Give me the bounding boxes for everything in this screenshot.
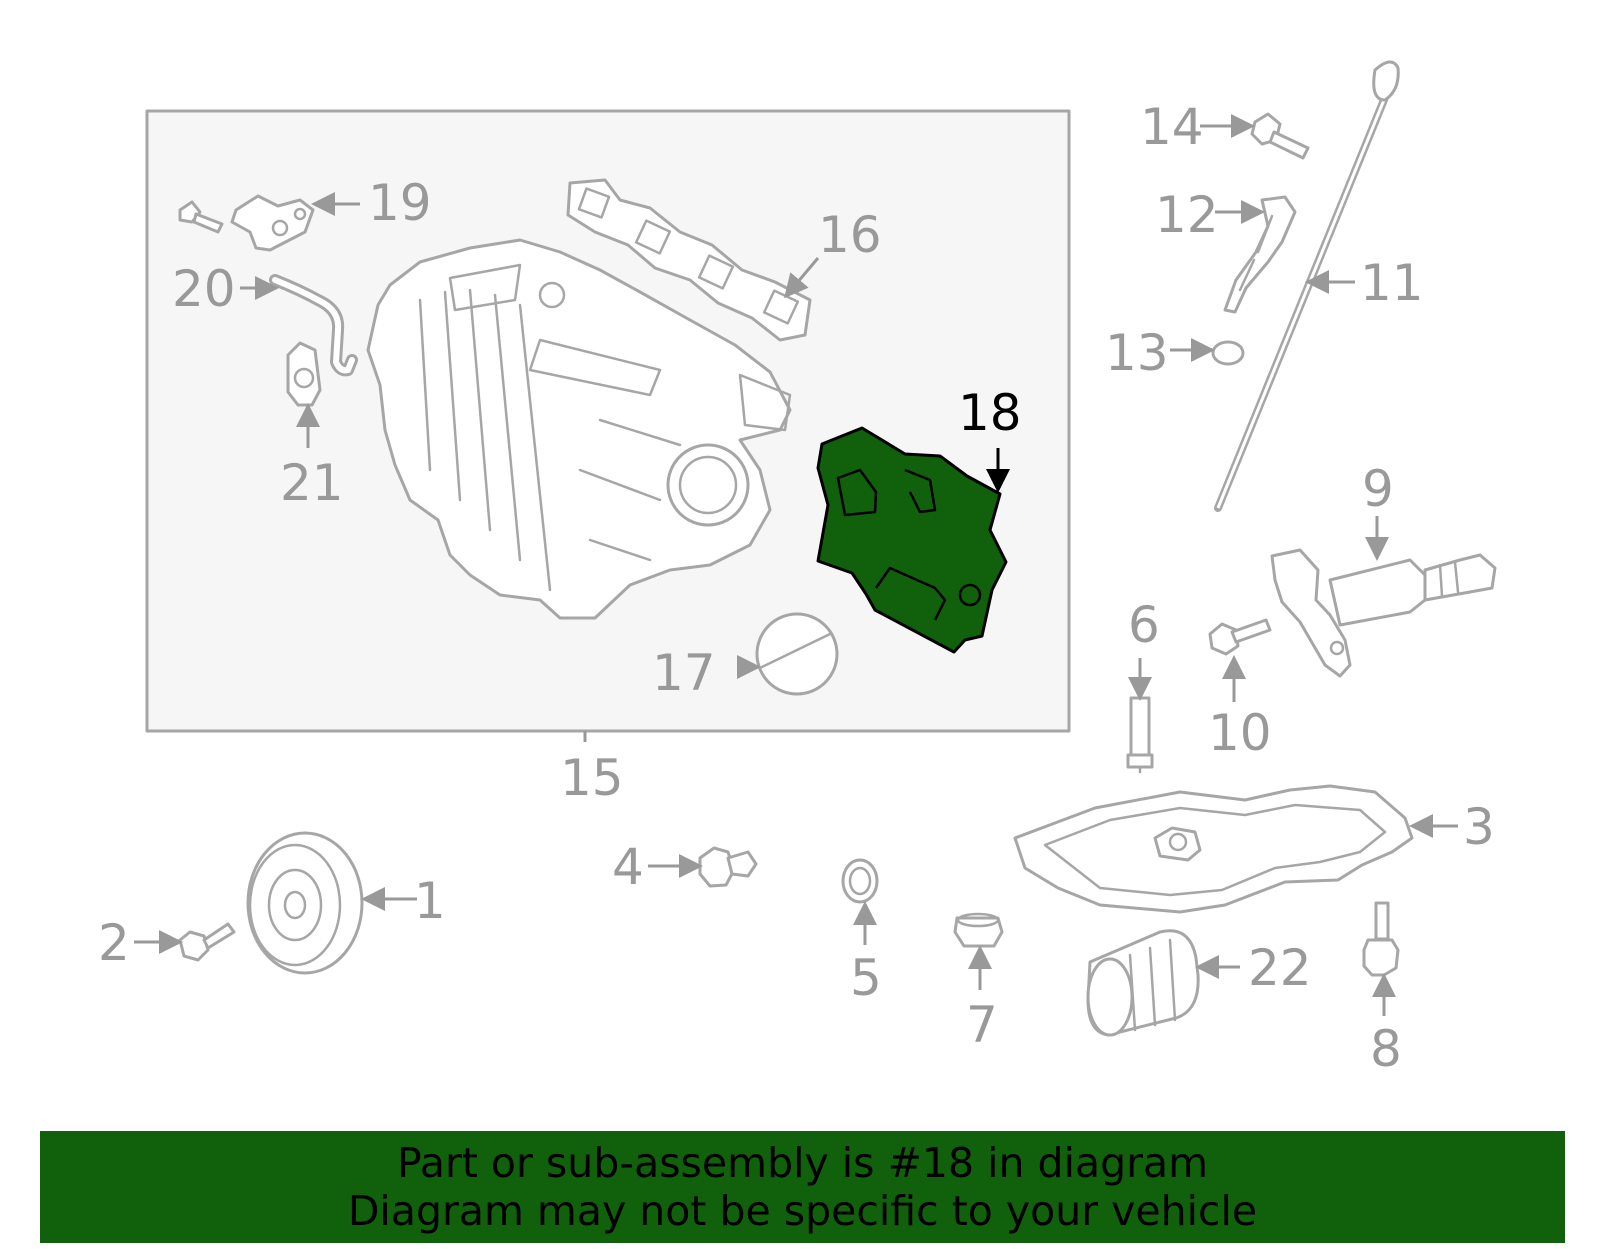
info-banner: Part or sub-assembly is #18 in diagram D… [40,1131,1565,1243]
callout-21[interactable]: 21 [280,454,344,512]
callout-20[interactable]: 20 [172,260,236,318]
bracket-19[interactable] [230,194,315,252]
callout-12[interactable]: 12 [1155,186,1219,244]
callout-1[interactable]: 1 [414,872,446,930]
bracket-12[interactable] [1223,195,1297,314]
dipstick-11[interactable] [1214,60,1400,512]
throttle-gasket-17[interactable] [755,612,839,696]
oil-filter-22[interactable] [1086,929,1200,1037]
drain-bolt-8[interactable] [1362,901,1400,977]
bolt-2[interactable] [178,922,236,962]
valve-9[interactable] [1270,548,1497,678]
banner-line-2: Diagram may not be specific to your vehi… [347,1187,1258,1235]
grommet-7[interactable] [953,912,1004,948]
o-ring-13[interactable] [1211,340,1245,366]
callout-3[interactable]: 3 [1463,798,1495,856]
callout-17[interactable]: 17 [652,644,716,702]
callout-19[interactable]: 19 [368,174,432,232]
intake-manifold-15[interactable] [366,238,792,620]
oil-pan-3[interactable] [1013,784,1414,914]
callout-6[interactable]: 6 [1128,596,1160,654]
callout-13[interactable]: 13 [1105,324,1169,382]
sensor-4[interactable] [698,846,758,888]
callout-11[interactable]: 11 [1360,254,1424,312]
manifold-gasket-16[interactable] [566,178,812,342]
callout-4[interactable]: 4 [612,838,644,896]
bolt-14[interactable] [1250,112,1310,160]
callout-8[interactable]: 8 [1370,1020,1402,1078]
stud-6[interactable] [1126,696,1154,774]
callout-2[interactable]: 2 [98,914,130,972]
pulley-1[interactable] [246,831,364,975]
bolt-19[interactable] [178,200,224,234]
callout-10[interactable]: 10 [1208,704,1272,762]
callout-18[interactable]: 18 [958,384,1022,442]
highlighted-part-18[interactable] [816,426,1010,654]
callout-5[interactable]: 5 [850,949,882,1007]
callouts: 1 2 3 4 5 6 7 8 9 10 11 12 13 14 15 16 1… [98,98,1495,1078]
callout-16[interactable]: 16 [818,206,882,264]
banner-line-1: Part or sub-assembly is #18 in diagram [396,1139,1209,1187]
callout-22[interactable]: 22 [1248,939,1312,997]
callout-7[interactable]: 7 [966,996,998,1054]
callout-9[interactable]: 9 [1362,460,1394,518]
gasket-21[interactable] [286,341,322,407]
washer-5[interactable] [841,858,879,904]
callout-14[interactable]: 14 [1140,98,1204,156]
leaders [134,114,1458,1016]
callout-15[interactable]: 15 [560,749,624,807]
bolt-10[interactable] [1208,618,1272,656]
